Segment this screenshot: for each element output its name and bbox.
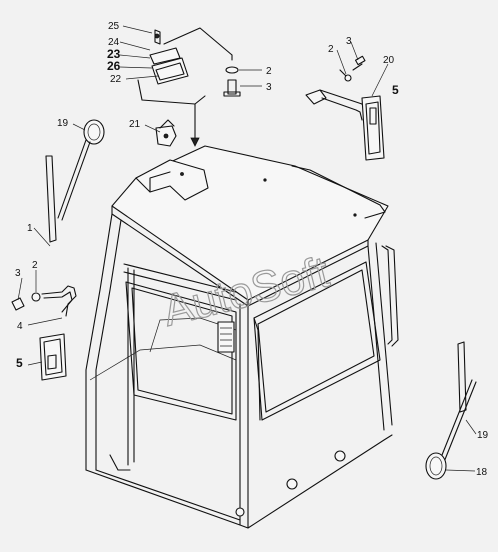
leader-lines <box>17 25 477 472</box>
callout-1: 1 <box>27 223 33 234</box>
beacon-21 <box>155 119 177 147</box>
cab-body <box>85 145 399 529</box>
callout-2-left: 2 <box>32 260 38 271</box>
mirror-arm-right <box>425 341 477 480</box>
lamp-parts-group <box>137 27 241 147</box>
callout-22: 22 <box>110 74 122 85</box>
callout-24: 24 <box>108 37 120 48</box>
mirror-left-group <box>11 285 77 381</box>
callout-3-right: 3 <box>346 36 352 47</box>
callout-4: 4 <box>17 321 23 332</box>
callout-19-right: 19 <box>477 430 489 441</box>
callout-2-top: 2 <box>266 66 272 77</box>
callout-2-right: 2 <box>328 44 334 55</box>
callout-5-left: 5 <box>16 356 23 370</box>
callout-18: 18 <box>476 467 488 478</box>
callout-20: 20 <box>383 55 395 66</box>
callout-5-right: 5 <box>392 83 399 97</box>
mirror-arm-left <box>45 119 105 243</box>
callout-19-left: 19 <box>57 118 69 129</box>
callout-labels: 25 24 23 26 22 2 3 2 3 20 5 19 21 1 3 2 … <box>15 21 489 478</box>
callout-23: 23 <box>107 47 121 61</box>
callout-26: 26 <box>107 59 121 73</box>
callout-3-left: 3 <box>15 268 21 279</box>
mirror-right-group <box>305 55 385 161</box>
callout-25: 25 <box>108 21 120 32</box>
callout-3-top: 3 <box>266 82 272 93</box>
callout-21: 21 <box>129 119 141 130</box>
